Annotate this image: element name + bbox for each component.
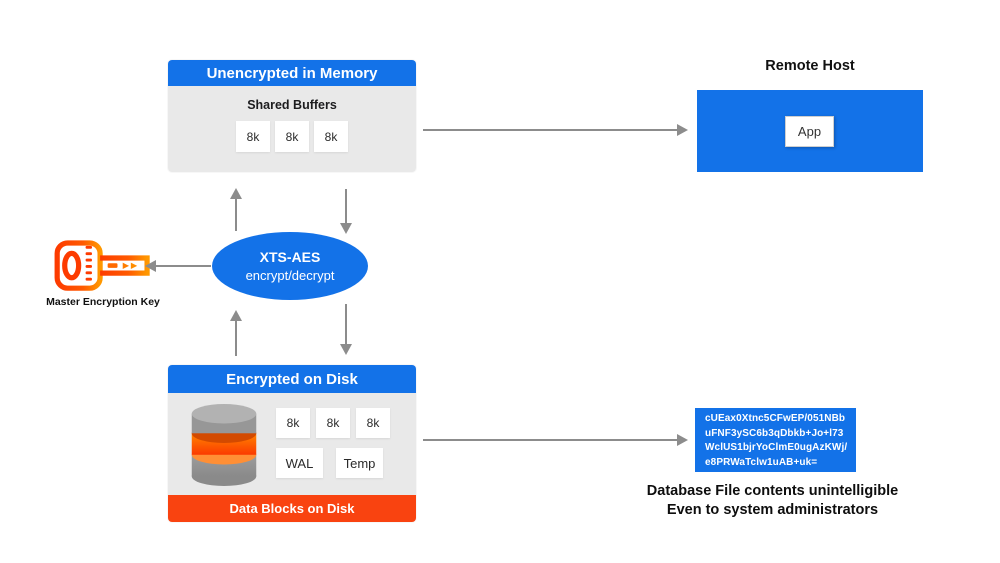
arrow-head-icon [145, 260, 156, 272]
buffer-block: 8k [275, 121, 309, 152]
ciphertext-line: cUEax0Xtnc5CFwEP/051NBb [705, 413, 846, 424]
arrow-line [423, 129, 677, 131]
disk-box: Encrypted on Disk [168, 365, 416, 522]
disk-box-footer: Data Blocks on Disk [168, 495, 416, 522]
disk-file-blocks: WAL Temp [276, 448, 396, 478]
cipher-name: XTS-AES [259, 248, 321, 265]
remote-host-title: Remote Host [765, 58, 855, 74]
arrow-head-icon [230, 310, 242, 321]
arrow-head-icon [340, 344, 352, 355]
memory-box-body: Shared Buffers 8k 8k 8k [168, 86, 416, 172]
memory-box: Unencrypted in Memory Shared Buffers 8k … [168, 60, 416, 172]
remote-host-box: App [697, 90, 923, 172]
arrow-line [345, 189, 347, 224]
disk-8k-blocks: 8k 8k 8k [276, 408, 396, 438]
ciphertext-caption: Database File contents unintelligible Ev… [615, 482, 930, 520]
master-encryption-key: Master Encryption Key [42, 236, 164, 308]
disk-block: 8k [316, 408, 350, 438]
cipher-action: encrypt/decrypt [245, 267, 335, 283]
arrow-line [423, 439, 677, 441]
ciphertext-line: uFNF3ySC6b3qDbkb+Jo+l73 [705, 427, 844, 439]
disk-box-title: Encrypted on Disk [168, 365, 416, 393]
master-key-label: Master Encryption Key [46, 296, 160, 308]
caption-line: Database File contents unintelligible [646, 483, 899, 499]
temp-block: Temp [336, 448, 383, 478]
arrow-head-icon [677, 124, 688, 136]
arrow-head-icon [340, 223, 352, 234]
memory-buffer-blocks: 8k 8k 8k [168, 121, 416, 152]
arrow-head-icon [677, 434, 688, 446]
arrow-line [345, 304, 347, 345]
arrow-line [235, 198, 237, 231]
ciphertext-line: WclUS1bjrYoClmE0ugAzKWj/ [705, 442, 848, 454]
wal-block: WAL [276, 448, 323, 478]
memory-box-title: Unencrypted in Memory [168, 60, 416, 86]
disk-block: 8k [356, 408, 390, 438]
arrow-head-icon [230, 188, 242, 199]
disk-box-body: 8k 8k 8k WAL Temp [168, 393, 416, 495]
buffer-block: 8k [236, 121, 270, 152]
caption-line: Even to system administrators [666, 502, 879, 518]
xts-aes-ellipse: XTS-AES encrypt/decrypt [212, 232, 368, 300]
ciphertext-box: cUEax0Xtnc5CFwEP/051NBb uFNF3ySC6b3qDbkb… [695, 408, 856, 472]
arrow-line [235, 320, 237, 356]
app-box: App [785, 116, 834, 147]
arrow-line [156, 265, 211, 267]
disk-block: 8k [276, 408, 310, 438]
database-icon [191, 403, 257, 487]
key-icon [54, 240, 150, 291]
buffer-block: 8k [314, 121, 348, 152]
shared-buffers-label: Shared Buffers [247, 98, 337, 112]
ciphertext-line: e8PRWaTclw1uAB+uk= [705, 456, 818, 468]
disk-block-grid: 8k 8k 8k WAL Temp [276, 408, 396, 478]
